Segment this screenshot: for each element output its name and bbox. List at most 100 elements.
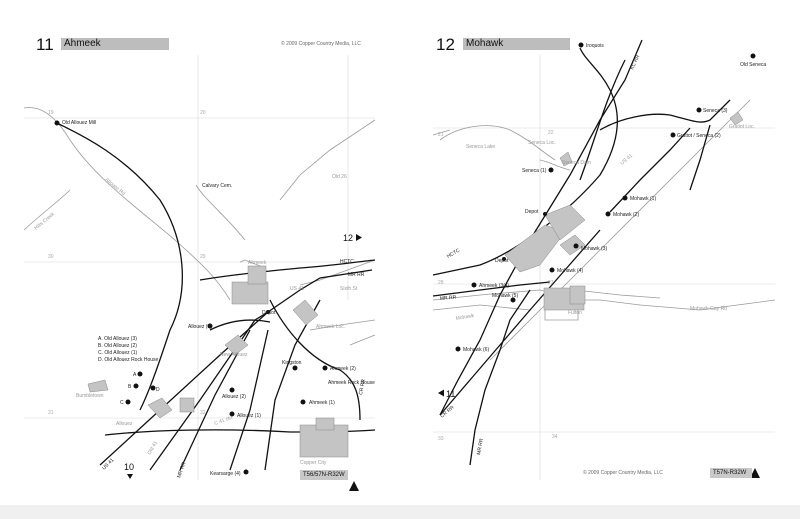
section-31: 31 — [48, 410, 54, 416]
road-old41: Old 41 — [147, 440, 160, 456]
label-new-allouez: New Allouez — [220, 352, 248, 358]
label-ahmeek-1: Ahmeek (1) — [309, 400, 335, 406]
label-depot-2: Depot — [495, 258, 509, 264]
page-ahmeek: 11 Ahmeek © 2009 Copper Country Media, L… — [0, 0, 400, 505]
road-hctc-2: US 41 — [101, 457, 115, 471]
section-29: 29 — [200, 254, 206, 260]
legend-a: A. Old Allouez (3) — [98, 336, 137, 342]
township-label: T57N-R32W — [710, 468, 752, 478]
label-seneca-dam: Seneca Dam — [562, 160, 591, 166]
label-gratiot-seneca-2: Gratiot / Seneca (2) — [677, 133, 721, 139]
label-c: C — [120, 400, 124, 406]
label-kingston: Kingston — [282, 360, 302, 366]
road-mr-rr: MR RR — [440, 295, 457, 302]
page-mohawk: 12 Mohawk © 2009 Copper Country Media, L… — [400, 0, 800, 505]
label-iroquois: Iroquois — [586, 43, 604, 49]
road-us41: US 41 — [619, 153, 634, 167]
label-depot-1: Depot — [525, 209, 539, 215]
label-depot-1: Depot — [262, 310, 276, 316]
section-34: 34 — [552, 434, 558, 440]
nav-prev-number[interactable]: 11 — [446, 389, 455, 399]
road-old26: Old 26 — [332, 174, 347, 180]
label-mohawk-6: Mohawk (6) — [463, 347, 489, 353]
section-27: 27 — [548, 280, 554, 286]
minor-roads — [23, 107, 376, 346]
label-seneca-3: Seneca (3) — [703, 108, 728, 114]
label-old-seneca: Old Seneca — [740, 62, 766, 68]
road-mr-rr: MR RR — [348, 272, 365, 278]
road-cr-rr: CR RR — [358, 378, 367, 395]
legend-c: C. Old Allouez (1) — [98, 350, 138, 356]
section-32: 32 — [200, 410, 206, 416]
road-mohawk: Mohawk — [455, 313, 475, 322]
mohawk-map[interactable]: 21 22 28 27 33 34 Iroquois Old Seneca Se… — [400, 0, 800, 505]
site-markers — [455, 42, 756, 352]
label-seneca-1: Seneca (1) — [522, 168, 547, 174]
label-seneca-loc: Seneca Loc. — [528, 140, 556, 146]
township-label: T56/57N-R32W — [300, 470, 348, 480]
rail-lines — [432, 39, 731, 466]
arrow-right-icon[interactable] — [356, 234, 362, 241]
page-number: 11 — [36, 35, 54, 54]
bottom-strip — [0, 505, 800, 519]
section-grid — [24, 55, 375, 480]
section-30: 30 — [48, 254, 54, 260]
label-mohawk-5: Mohawk (5) — [492, 293, 518, 299]
road-hctc: HCTC — [340, 259, 354, 265]
legend-b: B. Old Allouez (2) — [98, 343, 137, 349]
label-old-allouez-mill: Old Allouez Mill — [62, 120, 96, 126]
label-d: D — [156, 387, 160, 393]
arrow-left-icon[interactable] — [438, 389, 444, 397]
label-mohawk-4: Mohawk (4) — [557, 268, 583, 274]
label-mohawk-3: Mohawk (3) — [581, 246, 607, 252]
minor-roads — [432, 99, 776, 361]
road-sixth-st: Sixth St — [340, 286, 358, 292]
north-arrow-icon — [349, 481, 359, 491]
nav-prev-number[interactable]: 10 — [124, 462, 134, 472]
page-number: 12 — [436, 35, 455, 54]
section-28: 28 — [438, 280, 444, 286]
road-mr-rr-2: MR RR — [476, 438, 485, 456]
label-gratiot-loc: Gratiot Loc. — [729, 124, 755, 130]
road-kc-rr: KC RR — [629, 54, 641, 71]
label-copper-city: Copper City — [300, 460, 327, 466]
copyright: © 2009 Copper Country Media, LLC — [281, 41, 361, 47]
section-21: 21 — [438, 132, 444, 138]
label-ahmeek-rock-house: Ahmeek Rock House — [328, 380, 375, 386]
page-title: Mohawk — [463, 38, 570, 50]
section-22: 22 — [548, 130, 554, 136]
town-blocks — [87, 265, 349, 458]
label-allouez: Allouez — [116, 421, 133, 427]
section-33: 33 — [438, 436, 444, 442]
label-mohawk-2: Mohawk (2) — [613, 212, 639, 218]
section-19: 19 — [48, 110, 54, 116]
road-us41: US 41 — [290, 286, 304, 292]
section-grid — [433, 55, 775, 480]
label-seneca-lake: Seneca Lake — [466, 144, 495, 150]
label-b: B — [128, 384, 132, 390]
section-20: 20 — [200, 110, 206, 116]
label-ahmeek-loc: Ahmeek Loc. — [316, 324, 345, 330]
label-ahmeek-2: Ahmeek (2) — [330, 366, 356, 372]
north-arrow-icon — [750, 468, 760, 478]
nav-next-number[interactable]: 12 — [343, 233, 353, 243]
label-bumbletown: Bumbletown — [76, 393, 104, 399]
label-mohawk-1: Mohawk (1) — [630, 196, 656, 202]
label-fulton: Fulton — [568, 310, 582, 316]
label-allouez-2: Allouez (2) — [222, 394, 246, 400]
town-blocks — [504, 111, 744, 311]
copyright: © 2009 Copper Country Media, LLC — [583, 470, 663, 476]
arrow-down-icon[interactable] — [127, 474, 133, 479]
label-a: A — [133, 372, 137, 378]
label-ahmeek-34: Ahmeek (3/4) — [479, 283, 509, 289]
road-allouez-rd: Allouez Rd — [104, 177, 127, 197]
label-allouez-1: Allouez (1) — [237, 413, 261, 419]
site-markers — [54, 120, 328, 475]
label-calvary-cem: Calvary Cem. — [202, 183, 232, 189]
label-kearsarge-4: Kearsarge (4) — [210, 471, 241, 477]
ahmeek-map[interactable]: 19 20 30 29 31 32 Old Allouez Mill Calva… — [0, 0, 400, 505]
label-ahmeek: Ahmeek — [248, 260, 267, 266]
label-mohawk-gay-rd: Mohawk Gay Rd — [690, 306, 727, 312]
road-c41: C 41 ctrl — [214, 415, 234, 427]
